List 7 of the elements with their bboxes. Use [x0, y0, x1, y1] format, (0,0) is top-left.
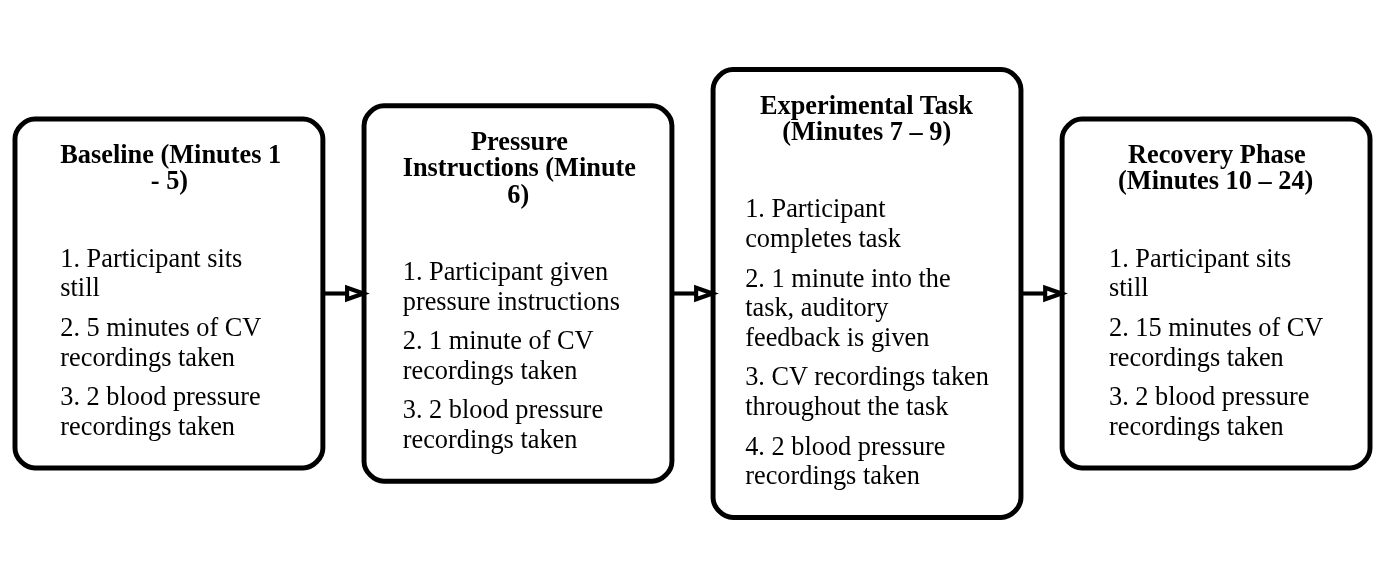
node-box: Recovery Phase (Minutes 10 – 24) 1. Participant sits still 2. 15 minutes of CV recordings taken 3. 2 blood pressure recordings taken	[1059, 116, 1373, 470]
node-box: Experimental Task (Minutes 7 – 9) 1. Participant completes task 2. 1 minute into the task, auditory feedback is given 3. CV recordings taken throughout the task 4. 2 blood pressure recordings taken	[710, 66, 1024, 520]
node-box: Pressure Instructions (Minute 6) 1. Participant given pressure instructions 2. 1 minute of CV recordings taken 3. 2 blood pressure recordings taken	[361, 102, 675, 484]
arrow	[672, 284, 719, 302]
node-box: Baseline (Minutes 1 - 5) 1. Participant sits still 2. 5 minutes of CV recordings taken 3. 2 blood pressure recordings taken	[12, 116, 326, 470]
arrow	[1021, 284, 1068, 302]
arrow	[323, 284, 370, 302]
